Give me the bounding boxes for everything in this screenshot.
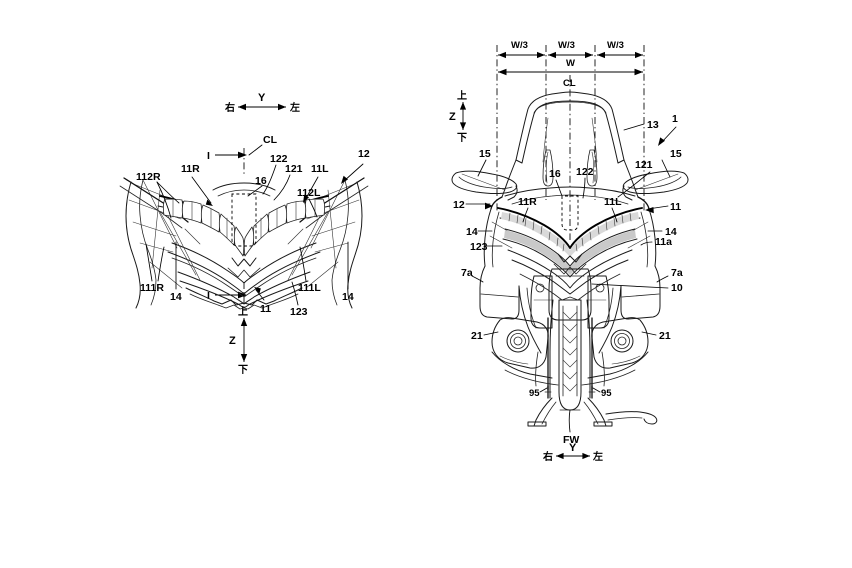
right-callout-122: 122 [576, 166, 594, 178]
left-axis-y-symbol: Y [258, 92, 266, 104]
right-axis-y-right-label: 右 [542, 450, 553, 463]
right-callout-14-left: 14 [466, 226, 478, 238]
left-callout-11L: 11L [311, 163, 329, 175]
right-callout-121: 121 [635, 159, 653, 171]
left-section-marker-bottom-label: I [207, 290, 210, 302]
left-callout-11: 11 [260, 303, 271, 315]
right-axis-z-bottom-label: 下 [457, 132, 467, 144]
left-section-marker-top: I [207, 150, 247, 162]
right-callout-21-right: 21 [659, 330, 671, 342]
right-axis-z-top-label: 上 [457, 89, 467, 102]
right-callout-15-right: 15 [670, 148, 682, 160]
right-callout-11R: 11R [518, 196, 537, 208]
left-axis-z-symbol: Z [229, 335, 236, 347]
right-dim-w3-3: W/3 [607, 40, 624, 51]
left-section-marker-top-label: I [207, 150, 210, 162]
right-callout-7a-left: 7a [461, 267, 473, 279]
right-callout-CL: CL [563, 78, 576, 89]
left-callout-14-left: 14 [170, 291, 182, 303]
left-callout-CL: CL [263, 134, 278, 146]
right-axis-y-left-label: 左 [592, 450, 603, 463]
right-axis-z-symbol: Z [449, 111, 456, 123]
left-axis-z: 上 下 Z [229, 305, 248, 376]
right-axis-y-symbol: Y [569, 442, 577, 454]
right-callout-95-right: 95 [601, 388, 612, 399]
right-dimension-chain: W/3 W/3 W/3 W [496, 40, 645, 212]
right-center-intake-outline [561, 195, 579, 231]
left-axis-z-top-label: 上 [238, 305, 248, 318]
left-callout-123: 123 [290, 306, 308, 318]
left-callouts: 112R 11R CL 122 121 11L 12 16 112L 111R [136, 134, 370, 318]
left-callout-16: 16 [255, 175, 267, 187]
right-callout-95-left: 95 [529, 388, 540, 399]
right-callout-1: 1 [672, 113, 678, 125]
left-callout-121: 121 [285, 163, 303, 175]
right-dim-w3-2: W/3 [558, 40, 575, 51]
right-callout-7a-right: 7a [671, 267, 683, 279]
right-callout-13: 13 [647, 119, 659, 131]
right-callout-10: 10 [671, 282, 683, 294]
left-callout-112R: 112R [136, 171, 161, 183]
right-motorcycle-artwork [451, 91, 689, 427]
right-callout-12: 12 [453, 199, 465, 211]
right-axis-y: 右 左 Y [542, 442, 603, 463]
left-fairing-artwork [119, 177, 369, 310]
left-callout-111R: 111R [140, 282, 164, 294]
left-callout-14-right: 14 [342, 291, 354, 303]
right-callout-FW: FW [563, 434, 579, 446]
right-callout-14-right: 14 [665, 226, 677, 238]
left-callout-111L: 111L [298, 282, 321, 294]
right-callout-15-left: 15 [479, 148, 491, 160]
left-callout-112L: 112L [297, 187, 321, 199]
right-callout-21-left: 21 [471, 330, 483, 342]
left-axis-z-bottom-label: 下 [238, 364, 248, 376]
right-dim-w3-1: W/3 [511, 40, 528, 51]
right-callout-11a: 11a [655, 236, 672, 248]
left-axis-y-left-label: 左 [289, 101, 300, 114]
left-callout-12: 12 [358, 148, 370, 160]
right-callout-11: 11 [670, 201, 681, 213]
right-callouts: 13 1 15 15 121 122 16 12 11R 11L 11 [453, 113, 683, 446]
left-center-intake-outline [231, 193, 257, 247]
left-callout-122: 122 [270, 153, 288, 165]
left-callout-11R: 11R [181, 163, 200, 175]
right-dim-w: W [566, 58, 575, 69]
right-callout-123: 123 [470, 241, 488, 253]
right-callout-16: 16 [549, 168, 561, 180]
right-callout-11L: 11L [604, 196, 622, 208]
left-axis-y-right-label: 右 [224, 101, 235, 114]
left-axis-y: 右 左 Y [224, 92, 300, 114]
right-axis-z: 上 下 Z [449, 89, 467, 144]
